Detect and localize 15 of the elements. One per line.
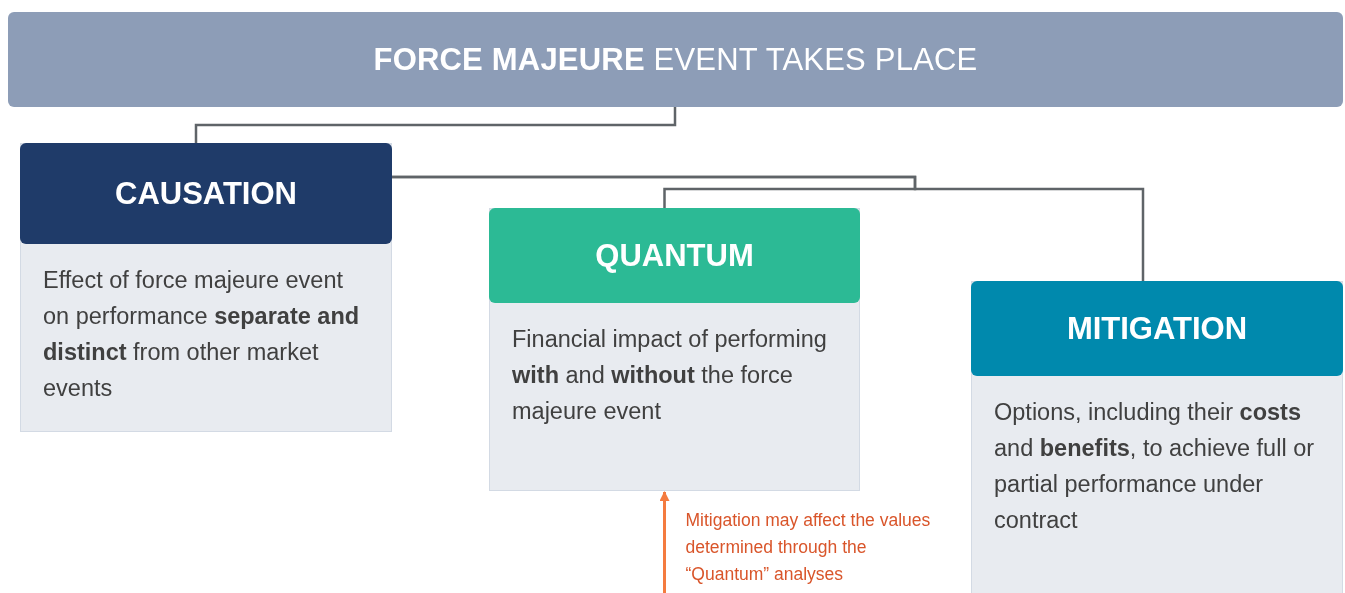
card-body-text: Effect of force majeure event on performance separate and distinct from other market events [42,266,361,403]
process-card [971,281,1343,593]
event-banner [8,12,1343,107]
card-heading: CAUSATION [20,143,392,244]
connector-line [194,107,677,143]
banner-title: FORCE MAJEURE EVENT TAKES PLACE [373,41,978,78]
card-body-text: Options, including their costs and benefits, to achieve full or partial performance under contract [993,398,1316,535]
arrow [659,491,670,593]
process-card [20,143,392,432]
card-body-text: Financial impact of performing with and without the force majeure event [511,325,828,426]
process-card [489,208,860,491]
card-heading: QUANTUM [489,208,860,303]
card-heading: MITIGATION [971,281,1343,376]
connector-line [392,175,1145,281]
edge-label: Mitigation may affect the values determined through the “Quantum” analyses [685,509,932,586]
